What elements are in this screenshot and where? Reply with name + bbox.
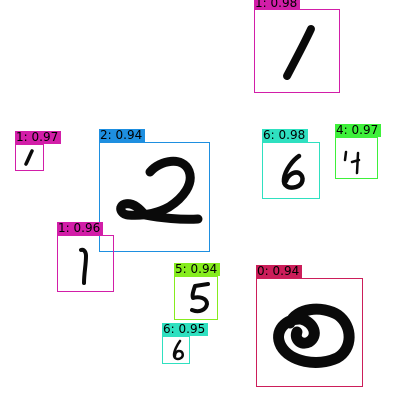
detection-box-7 <box>174 276 218 320</box>
digit-1-glyph-left <box>24 149 34 166</box>
detection-box-5 <box>335 137 378 179</box>
detection-label-3: 2: 0.94 <box>99 129 146 142</box>
detection-label-2: 1: 0.97 <box>15 131 62 144</box>
digit-0-glyph <box>273 303 355 368</box>
digit-4-glyph <box>343 150 361 175</box>
detection-box-8 <box>256 278 363 387</box>
digit-5-glyph <box>190 282 210 314</box>
digit-1-glyph-mid <box>79 247 88 285</box>
detection-label-4: 6: 0.98 <box>262 129 309 142</box>
digit-6-glyph <box>281 153 305 190</box>
detection-label-8: 0: 0.94 <box>256 265 303 278</box>
detection-box-6 <box>57 235 114 292</box>
digit-1-glyph-top <box>283 25 315 80</box>
digit-glyphs <box>24 25 361 368</box>
detection-label-6: 1: 0.96 <box>57 222 104 235</box>
digit-2-glyph <box>116 156 203 224</box>
detection-box-3 <box>99 142 210 252</box>
detection-box-4 <box>262 142 320 199</box>
detection-label-9: 6: 0.95 <box>162 323 209 336</box>
detection-label-5: 4: 0.97 <box>335 124 382 137</box>
detection-box-2 <box>15 144 44 171</box>
detection-boxes <box>15 9 378 387</box>
detection-label-7: 5: 0.94 <box>174 263 221 276</box>
digit-6-glyph-bottom <box>172 339 184 361</box>
detection-box-9 <box>162 336 190 364</box>
detection-label-1: 1: 0.98 <box>254 0 301 10</box>
